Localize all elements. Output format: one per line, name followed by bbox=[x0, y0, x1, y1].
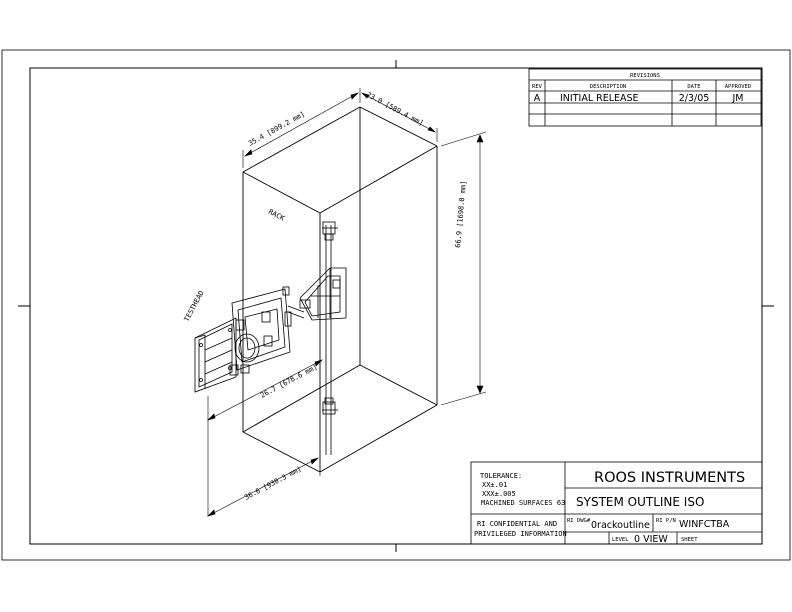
machined-surfaces: MACHINED SURFACES 63 bbox=[481, 499, 565, 507]
dimension-testhead-label: 26.7 [678.6 mm] bbox=[259, 363, 319, 400]
ri-pn-value: WINFCTBA bbox=[679, 519, 730, 530]
revisions-table: REVISIONS REV DESCRIPTION DATE APPROVED … bbox=[528, 68, 762, 127]
manipulator-bracket bbox=[287, 267, 347, 321]
dimension-width bbox=[242, 88, 361, 168]
revision-row-description: INITIAL RELEASE bbox=[560, 93, 639, 104]
dimension-depth-label: 23.0 [589.4 mm] bbox=[365, 91, 425, 128]
level-label: LEVEL bbox=[612, 537, 629, 543]
approved-header: APPROVED bbox=[725, 84, 752, 90]
revision-row-rev: A bbox=[534, 93, 541, 104]
tolerance-label: TOLERANCE: bbox=[480, 472, 522, 480]
description-header: DESCRIPTION bbox=[590, 84, 626, 90]
tolerance-xx: XX±.01 bbox=[482, 481, 507, 489]
sheet-border bbox=[1, 49, 791, 561]
rack-outline bbox=[242, 106, 438, 473]
revisions-title: REVISIONS bbox=[630, 73, 660, 79]
dimension-height bbox=[440, 131, 487, 406]
rack-label: RACK bbox=[267, 208, 286, 223]
level-value: 0 VIEW bbox=[634, 534, 668, 545]
ri-dwg-label: RI DWG# bbox=[567, 518, 591, 524]
date-header: DATE bbox=[687, 84, 700, 90]
company-name: ROOS INSTRUMENTS bbox=[594, 470, 745, 486]
dimension-overall bbox=[206, 457, 321, 517]
ri-dwg-value: 0rackoutline bbox=[591, 520, 650, 531]
testhead-label: TESTHEAD bbox=[183, 289, 206, 323]
dimension-depth bbox=[360, 92, 438, 142]
revision-row-date: 2/3/05 bbox=[679, 93, 710, 104]
rev-header: REV bbox=[532, 84, 543, 90]
tolerance-xxx: XXX±.005 bbox=[482, 490, 516, 498]
ri-pn-label: RI P/N bbox=[656, 518, 676, 524]
sheet-label: SHEET bbox=[681, 537, 698, 543]
dimension-testhead bbox=[206, 359, 324, 516]
confidential-line-2: PRIVILEGED INFORMATION bbox=[474, 530, 567, 538]
title-block bbox=[470, 461, 763, 545]
confidential-line-1: RI CONFIDENTIAL AND bbox=[477, 520, 557, 528]
dimension-height-label: 66.9 [1698.0 mm] bbox=[454, 180, 468, 248]
dimension-overall-label: 36.6 [930.3 mm] bbox=[243, 465, 303, 502]
rack-rail bbox=[322, 221, 338, 455]
revision-row-approved: JM bbox=[732, 93, 744, 104]
testhead-assembly bbox=[194, 286, 292, 393]
drawing-title: SYSTEM OUTLINE ISO bbox=[576, 495, 704, 509]
